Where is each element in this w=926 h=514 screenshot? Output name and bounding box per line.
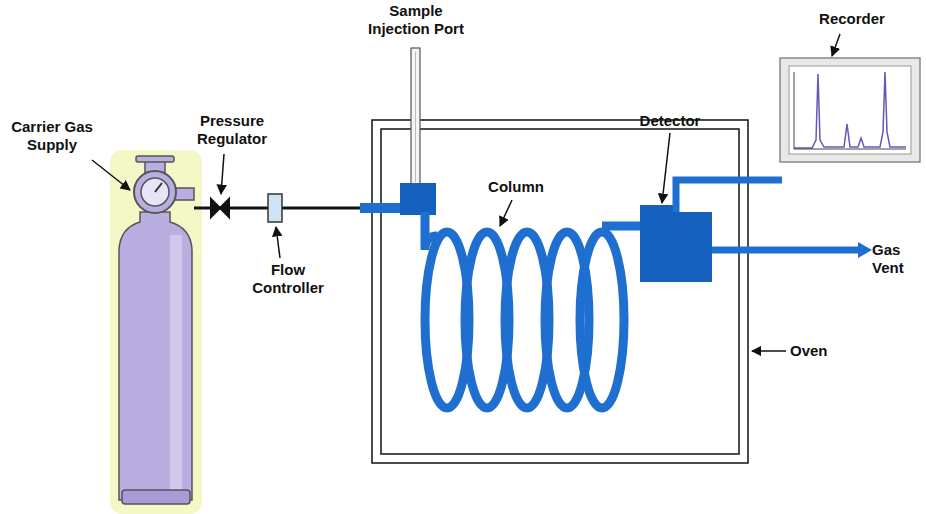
injection-needle: [411, 48, 420, 186]
gas-vent-label: Gas Vent: [872, 241, 922, 277]
flow-controller-label: Flow Controller: [238, 261, 338, 297]
column-label: Column: [471, 178, 561, 196]
leader-lines: [92, 34, 840, 351]
carrier-gas-label: Carrier Gas Supply: [4, 118, 100, 154]
detector-label: Detector: [620, 112, 720, 130]
signal-line: [676, 180, 782, 212]
inlet-tube: [360, 203, 402, 213]
vent-tube: [712, 247, 862, 254]
regulator-label: Pressure Regulator: [182, 112, 282, 148]
gas-cylinder: [119, 156, 194, 504]
recorder-screen: [780, 58, 920, 162]
detector-block: [640, 212, 712, 282]
injection-port-label: Sample Injection Port: [360, 2, 472, 38]
regulator-valve: [211, 199, 229, 217]
cylinder-highlight: [110, 150, 202, 514]
oven-label: Oven: [790, 342, 828, 360]
column-coil: [425, 212, 642, 408]
oven-outer: [372, 120, 748, 463]
injector-block: [400, 183, 436, 215]
flow-controller-part: [268, 194, 282, 222]
recorder-label: Recorder: [797, 10, 907, 28]
